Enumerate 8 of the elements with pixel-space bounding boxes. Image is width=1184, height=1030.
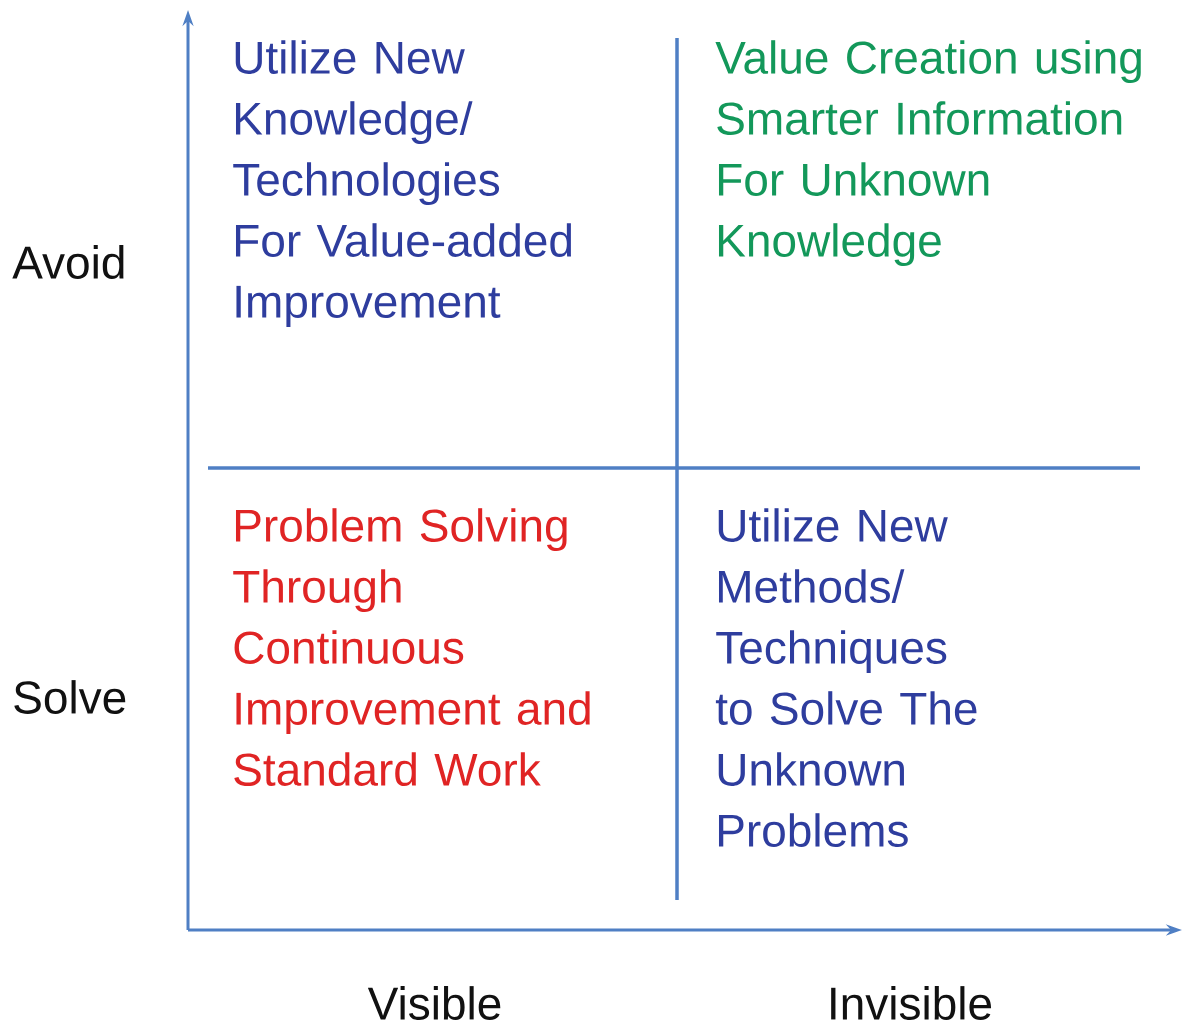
axis-label: Avoid [12, 245, 124, 279]
quadrant-text: Problem Solving Through Continuous Improvement and Standard Work [233, 508, 590, 786]
quadrant-text: Utilize New Methods/ Techniques to Solve The Unknown Problems [715, 508, 977, 847]
axis-label: Solve [14, 680, 126, 714]
quadrant-text: Utilize New Knowledge/ Technologies For Value-added Improvement [233, 40, 571, 328]
quadrant-text: Value Creation using Smarter Information For Unknown Knowledge [715, 40, 1141, 267]
axis-label: Invisible [831, 986, 992, 1020]
axis-label: Visible [367, 986, 501, 1020]
